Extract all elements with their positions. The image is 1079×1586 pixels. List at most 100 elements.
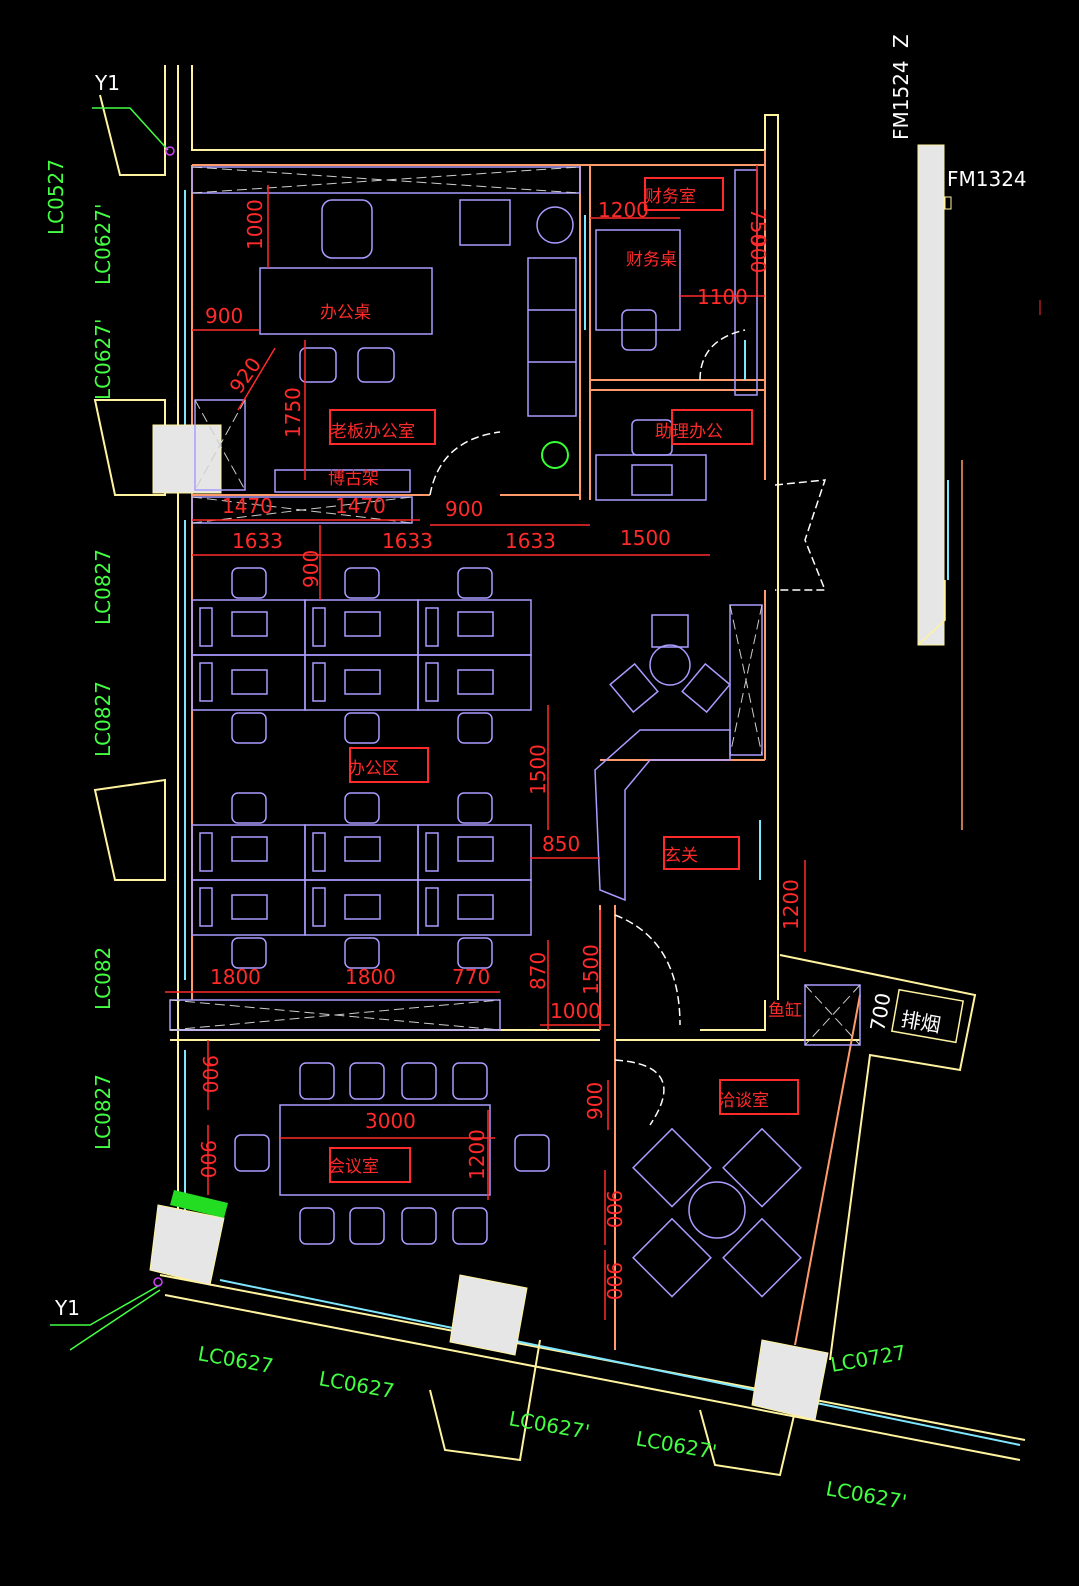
- dim-text: 700: [865, 991, 895, 1033]
- dim-text: 900: [196, 1140, 220, 1178]
- dim-text: 900: [602, 1190, 626, 1228]
- dim-text: 1750: [281, 387, 305, 438]
- computer: [457, 894, 494, 920]
- chair: [231, 712, 267, 744]
- dim-text: 1000: [550, 999, 601, 1023]
- drawer: [425, 607, 439, 647]
- window-tag: LC0627': [824, 1476, 908, 1514]
- room-label-boxes: [329, 177, 799, 1183]
- chair: [344, 937, 380, 969]
- dim-text: 1800: [345, 965, 396, 989]
- drawer: [199, 887, 213, 927]
- dim-text: 870: [526, 952, 550, 990]
- window-tag: LC0627': [507, 1406, 591, 1444]
- window-tag: LC0627: [196, 1341, 275, 1378]
- dim-text: 1500: [620, 526, 671, 550]
- door-tag-z: Z: [889, 34, 913, 48]
- computer: [231, 894, 268, 920]
- computer: [344, 894, 381, 920]
- doors: [429, 329, 827, 1126]
- dim-text: 900: [583, 1082, 607, 1120]
- drawer: [425, 662, 439, 702]
- drawer: [312, 832, 326, 872]
- drawer: [199, 832, 213, 872]
- dim-text: 1470: [222, 494, 273, 518]
- drawer: [199, 607, 213, 647]
- chair: [231, 567, 267, 599]
- computer: [231, 836, 268, 862]
- computer: [457, 669, 494, 695]
- chair: [231, 937, 267, 969]
- chair: [299, 1062, 335, 1100]
- label-foyer: 玄关: [664, 846, 698, 866]
- axis-label-bottom: Y1: [54, 1296, 80, 1320]
- dimension-texts: 1000 900 920 1750 1200 750 900 1100 1470…: [196, 198, 896, 1300]
- dimension-lines: [165, 165, 806, 1320]
- drawer: [312, 607, 326, 647]
- label-fish-tank: 鱼缸: [768, 1000, 802, 1021]
- axis-label-top: Y1: [94, 71, 120, 95]
- dim-text: 900: [205, 304, 243, 328]
- label-meeting-room: 会议室: [328, 1157, 379, 1177]
- dim-text: 900: [602, 1262, 626, 1300]
- window-tag: LC0727: [829, 1340, 908, 1377]
- label-shelf: 博古架: [328, 469, 379, 489]
- drawer: [199, 662, 213, 702]
- dim-text: 900: [299, 550, 323, 588]
- chair: [457, 937, 493, 969]
- label-finance-desk: 财务桌: [626, 250, 677, 270]
- window-tag: LC082: [91, 947, 115, 1010]
- chair: [344, 792, 380, 824]
- chair: [452, 1207, 488, 1245]
- window-tag: LC0627': [91, 318, 115, 400]
- dim-text: 1633: [382, 529, 433, 553]
- computer: [231, 669, 268, 695]
- dim-text: 1500: [579, 944, 603, 995]
- dim-text: 750: [746, 208, 770, 246]
- computer: [457, 836, 494, 862]
- workstations: [191, 567, 532, 969]
- dim-text: 1200: [779, 879, 803, 930]
- desk: [417, 879, 532, 936]
- dim-text: 1200: [598, 198, 649, 222]
- dim-text: 3000: [365, 1109, 416, 1133]
- drawer: [425, 887, 439, 927]
- window-tag: LC0627: [317, 1366, 396, 1403]
- dim-text: 900: [445, 497, 483, 521]
- dim-text: 900: [746, 235, 770, 273]
- window-tag: LC0627': [91, 203, 115, 285]
- chair: [299, 1207, 335, 1245]
- label-office-area: 办公区: [348, 759, 399, 779]
- dim-text: 1500: [526, 744, 550, 795]
- chair: [401, 1207, 437, 1245]
- drawer: [312, 662, 326, 702]
- dim-text: 1800: [210, 965, 261, 989]
- room-labels: 财务室 财务桌 办公桌 老板办公室 博古架 助理办公 办公区 玄关 鱼缸 洽谈室…: [320, 187, 965, 1177]
- window-tag: LC0827: [91, 1074, 115, 1150]
- window-tag: LC0827: [91, 549, 115, 625]
- window-tag: LC0527: [44, 159, 68, 235]
- chair: [452, 1062, 488, 1100]
- computer: [344, 836, 381, 862]
- chair: [344, 712, 380, 744]
- dim-text: 1200: [465, 1129, 489, 1180]
- computer: [344, 669, 381, 695]
- computer: [231, 611, 268, 637]
- dim-text: 770: [452, 965, 490, 989]
- label-smoke-exhaust: 排烟: [899, 1007, 943, 1038]
- drawer: [312, 887, 326, 927]
- chair: [349, 1062, 385, 1100]
- meeting-chairs: [299, 1062, 488, 1245]
- label-reception: 洽谈室: [718, 1091, 769, 1111]
- dim-text: 1100: [697, 285, 748, 309]
- drawer: [425, 832, 439, 872]
- chair: [457, 567, 493, 599]
- computer: [344, 611, 381, 637]
- chair: [349, 1207, 385, 1245]
- dim-text: 1633: [232, 529, 283, 553]
- walls: [93, 65, 1026, 1477]
- columns: [149, 144, 945, 1421]
- dim-text: 1633: [505, 529, 556, 553]
- chair: [231, 792, 267, 824]
